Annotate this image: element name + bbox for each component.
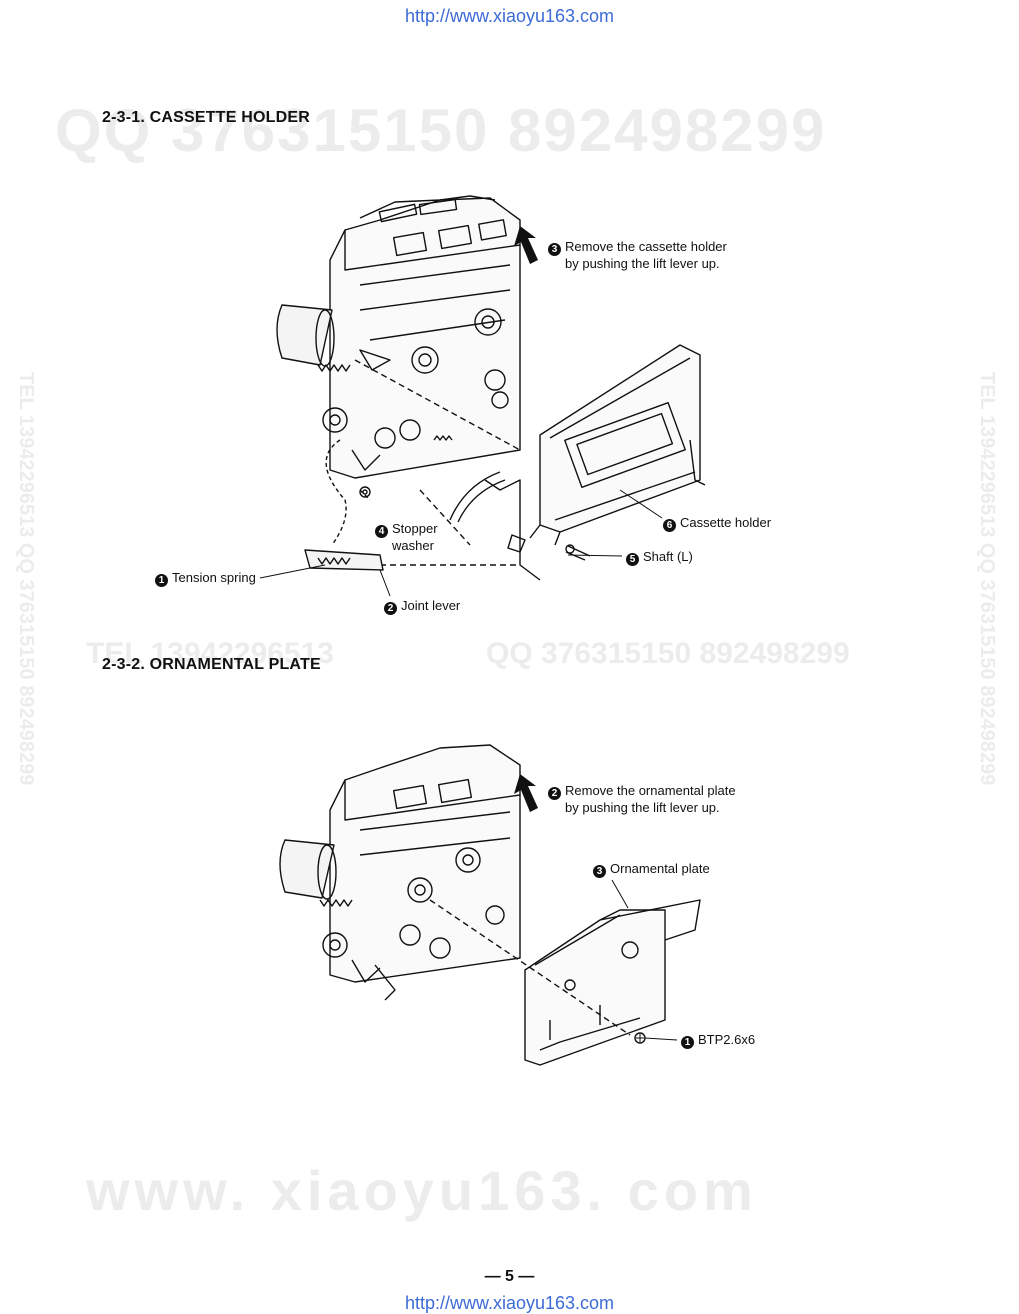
callout-stopper-washer: 4 Stopper washer: [375, 521, 438, 553]
step-number-badge: 2: [548, 787, 561, 800]
step-number-badge: 5: [626, 553, 639, 566]
watermark-tel-mid: TEL 13942296513: [86, 637, 334, 670]
callout-joint-lever: 2 Joint lever: [384, 598, 460, 615]
watermark-qq-mid: QQ 376315150 892498299: [486, 637, 850, 670]
callout-text: Joint lever: [401, 598, 461, 613]
callout-text: Ornamental plate: [610, 861, 710, 876]
callout-text: Cassette holder: [680, 515, 772, 530]
callout-ornamental-plate: 3 Ornamental plate: [593, 861, 710, 878]
footer-url[interactable]: http://www.xiaoyu163.com: [404, 1293, 615, 1313]
step-number-badge: 1: [155, 574, 168, 587]
callout-tension-spring: 1 Tension spring: [155, 570, 256, 587]
step-number-badge: 3: [593, 865, 606, 878]
cassette-holder-diagram: [259, 195, 706, 597]
callout-text-line2: by pushing the lift lever up.: [565, 800, 720, 815]
ornamental-plate-diagram: [279, 744, 701, 1066]
watermark-www: www. xiaoyu163. com: [86, 1159, 758, 1222]
step-number-badge: 2: [384, 602, 397, 615]
callout-text-line1: Remove the cassette holder: [565, 239, 727, 254]
callout-text-line1: Remove the ornamental plate: [565, 783, 736, 798]
callout-remove-cassette-holder: 3 Remove the cassette holder by pushing t…: [548, 239, 727, 271]
step-number-badge: 6: [663, 519, 676, 532]
callout-shaft-l: 5 Shaft (L): [626, 549, 693, 566]
callout-remove-ornamental-plate: 2 Remove the ornamental plate by pushing …: [548, 783, 736, 815]
callout-text: BTP2.6x6: [698, 1032, 756, 1047]
page-number: — 5 —: [484, 1268, 535, 1285]
callout-text-line2: by pushing the lift lever up.: [565, 256, 720, 271]
callout-text: Shaft (L): [643, 549, 693, 564]
callout-screw-btp: 1 BTP2.6x6: [681, 1032, 755, 1049]
step-number-badge: 1: [681, 1036, 694, 1049]
watermark-vertical-right: TEL 13942296513 QQ 376315150 892498299: [976, 372, 998, 786]
step-number-badge: 4: [375, 525, 388, 538]
watermark-vertical-left: TEL 13942296513 QQ 376315150 892498299: [15, 372, 37, 786]
section-heading-ornamental-plate: 2-3-2. ORNAMENTAL PLATE: [102, 656, 321, 673]
callout-text-line1: Stopper: [392, 521, 438, 536]
watermark-qq-top: QQ 376315150 892498299: [55, 97, 827, 164]
step-number-badge: 3: [548, 243, 561, 256]
callout-cassette-holder: 6 Cassette holder: [663, 515, 771, 532]
header-url[interactable]: http://www.xiaoyu163.com: [404, 6, 615, 26]
callout-text: Tension spring: [172, 570, 256, 585]
section-heading-cassette-holder: 2-3-1. CASSETTE HOLDER: [102, 109, 310, 126]
callout-text-line2: washer: [392, 538, 434, 553]
